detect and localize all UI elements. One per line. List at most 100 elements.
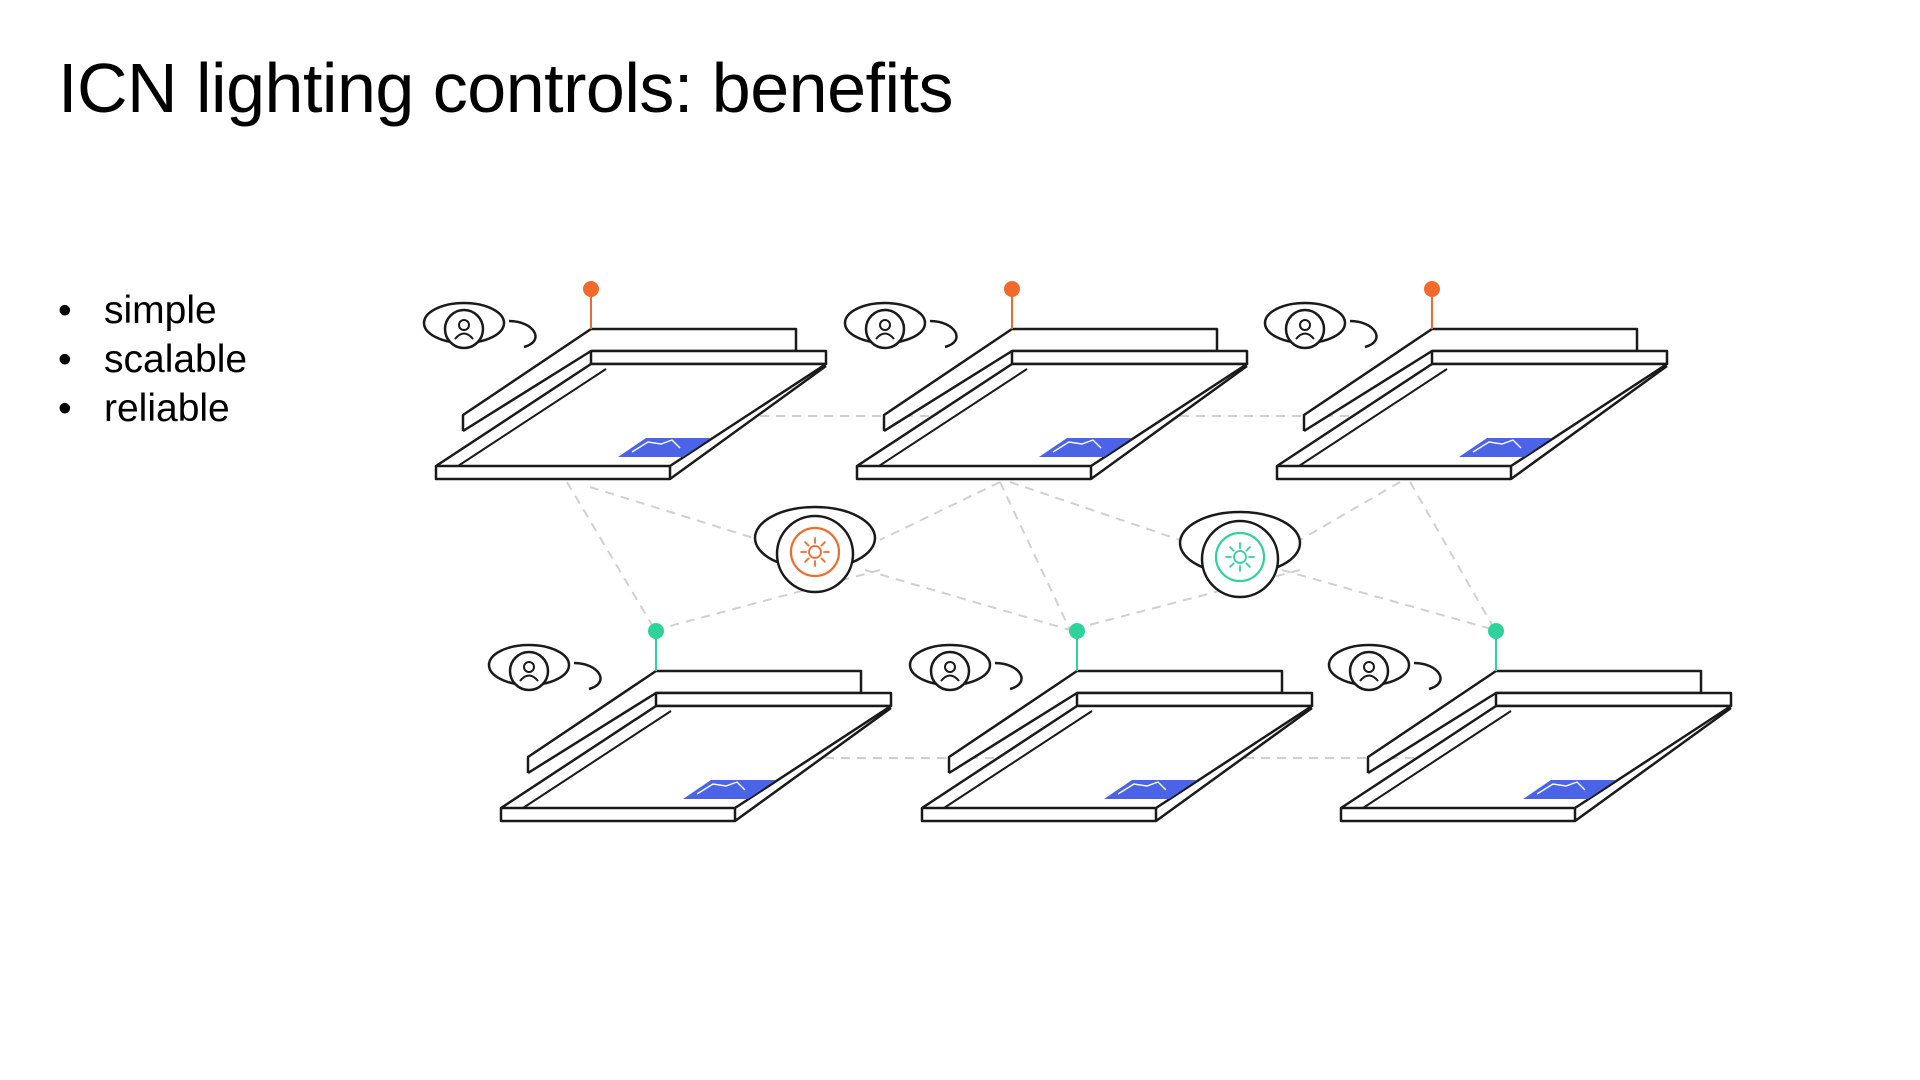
luminaire-bevel [878,368,1028,467]
sun-core [808,545,822,559]
sun-ray [1229,546,1235,552]
antenna-node-icon [1069,623,1085,639]
panel-accent-mark [1117,781,1167,795]
bullet-item: scalable [58,335,247,384]
person-body [940,674,960,682]
benefits-list: simple scalable reliable [58,286,247,433]
luminaire-edge [1494,691,1733,708]
luminaire-panel-icon [487,623,893,823]
panel-accent-tile [618,438,711,457]
luminaire-panel [855,362,1249,468]
person-body [875,332,895,340]
occupancy-sensor-icon [487,643,602,692]
sensor-cable [508,319,537,349]
sun-ray [820,557,826,563]
connection-line [879,481,1001,541]
antenna-node-icon [1004,281,1020,297]
person-body [519,674,539,682]
antenna-node-icon [1424,281,1440,297]
sensor-cable [929,319,958,349]
panel-accent-mark [1052,439,1102,453]
connection-line [864,569,1071,631]
luminaire-bevel [1298,368,1448,467]
page-title: ICN lighting controls: benefits [58,49,953,127]
luminaire-panel-icon [908,623,1314,823]
luminaire-bevel [943,710,1093,809]
person-head [879,319,891,331]
luminaire-bottom [499,706,892,823]
daylight-sensor-icon [1178,510,1302,599]
bullet-item: simple [58,286,247,335]
panel-accent-mark [1472,439,1522,453]
connection-line [1299,481,1401,541]
panel-accent-tile [683,780,776,799]
sun-ray [804,557,810,563]
panel-accent-mark [631,439,681,453]
panel-accent-mark [696,781,746,795]
sun-ray [804,541,810,547]
luminaire-panel-icon [843,281,1249,481]
sensor-cable [1413,661,1442,691]
luminaire-edge [1010,349,1249,366]
connection-line [1409,481,1496,631]
luminaire-panel [1339,704,1733,810]
luminaire-group [422,281,1733,823]
person-head [1363,661,1375,673]
antenna-node-icon [648,623,664,639]
sun-ray [820,541,826,547]
luminaire-edge [1075,691,1314,708]
sensor-lens [789,526,841,578]
connection-line [589,486,761,541]
luminaire-edge [589,349,828,366]
connection-line [654,569,881,631]
panel-accent-tile [1459,438,1552,457]
sensor-cable [573,661,602,691]
luminaire-panel-icon [1263,281,1669,481]
panel-accent-tile [1039,438,1132,457]
luminaire-bottom [1275,364,1668,481]
sensor-lens [1214,531,1266,583]
panel-accent-tile [1104,780,1197,799]
luminaire-panel-icon [422,281,828,481]
occupancy-sensor-icon [908,643,1023,692]
luminaire-edge [1430,349,1669,366]
sensor-dome [1200,519,1280,599]
occupancy-sensor-icon [422,301,537,350]
luminaire-bevel [522,710,672,809]
luminaire-panel [499,704,893,810]
luminaire-edge [654,691,893,708]
panel-accent-tile [1523,780,1616,799]
person-body [1359,674,1379,682]
antenna-node-icon [583,281,599,297]
luminaire-bottom [1339,706,1732,823]
antenna-node-icon [1488,623,1504,639]
person-body [1295,332,1315,340]
daylight-sensor-icon [753,505,877,594]
luminaire-bevel [457,368,607,467]
person-head [523,661,535,673]
connection-line [999,481,1071,631]
occupancy-sensor-icon [1327,643,1442,692]
luminaire-bottom [855,364,1248,481]
luminaire-panel [1275,362,1669,468]
bullet-item: reliable [58,384,247,433]
sun-ray [1229,562,1235,568]
luminaire-panel-icon [1327,623,1733,823]
sensor-cable [994,661,1023,691]
sun-ray [1245,546,1251,552]
person-head [944,661,956,673]
sun-ray [1245,562,1251,568]
sensor-cable [1349,319,1378,349]
luminaire-bottom [434,364,827,481]
sensor-dome [775,514,855,594]
sun-core [1233,550,1247,564]
person-body [454,332,474,340]
luminaire-panel [434,362,828,468]
panel-accent-mark [1536,781,1586,795]
occupancy-sensor-icon [1263,301,1378,350]
connection-line [1281,569,1496,631]
person-head [458,319,470,331]
person-head [1299,319,1311,331]
occupancy-sensor-icon [843,301,958,350]
